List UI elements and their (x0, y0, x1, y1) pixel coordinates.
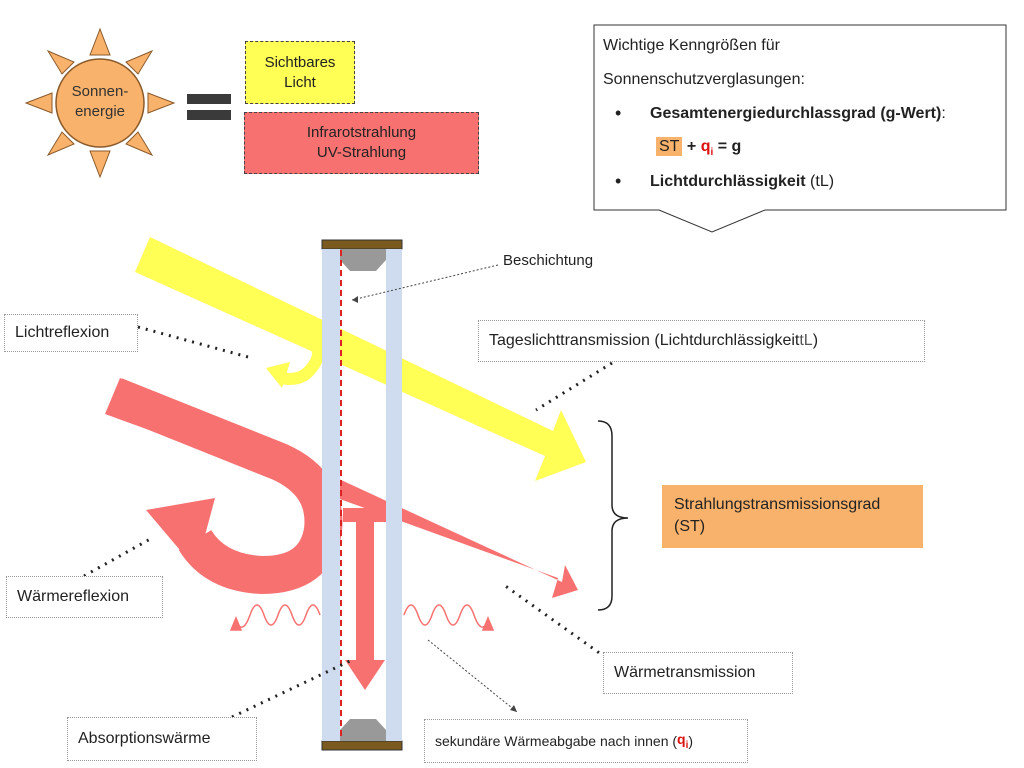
infrared-uv-box: Infrarotstrahlung UV-Strahlung (244, 112, 479, 174)
label-sekundaere-waermeabgabe: sekundäre Wärmeabgabe nach innen (qi) (424, 719, 748, 763)
sun-label: Sonnen- energie (71, 83, 129, 120)
sun-icon (24, 27, 176, 179)
equals-sign-top (187, 94, 231, 104)
secondary-heat-wave-right (403, 604, 495, 631)
bullet-icon: • (615, 103, 622, 123)
absorption-heat-arrow (343, 508, 387, 690)
brace (597, 420, 629, 611)
label-beschichtung: Beschichtung (503, 252, 594, 269)
formula: ST + qi = g (656, 137, 741, 159)
glass-unit (321, 239, 403, 751)
leader-tageslicht (535, 361, 613, 412)
info-bullet1: Gesamtenergiedurchlassgrad (g-Wert): (650, 105, 946, 122)
leader-beschichtung (351, 264, 499, 301)
label-absorptionswaerme: Absorptionswärme (67, 717, 257, 761)
g-value-label: Gesamtenergiedurchlassgrad (g-Wert) (650, 105, 942, 122)
leader-sekundaer (427, 639, 518, 713)
formula-st: ST (656, 137, 683, 156)
info-bullet2: Lichtdurchlässigkeit (tL) (650, 173, 835, 190)
equals-sign-bottom (187, 110, 231, 120)
light-reflection-arrow (262, 316, 324, 388)
info-title-line2: Sonnenschutzverglasungen: (603, 71, 805, 88)
heat-reflection-arrow (107, 378, 343, 595)
formula-qi: qi (700, 138, 714, 159)
info-box: Wichtige Kenngrößen für Sonnenschutzverg… (594, 25, 1006, 210)
leader-waermereflexion (83, 536, 153, 578)
leader-waermetransmission (503, 583, 613, 664)
label-tageslichttransmission: Tageslichttransmission (Lichtdurchlässig… (478, 320, 925, 362)
label-waermereflexion: Wärmereflexion (6, 576, 163, 618)
leader-lichtreflexion (137, 325, 249, 359)
label-waermetransmission: Wärmetransmission (603, 652, 793, 694)
label-lichtreflexion: Lichtreflexion (4, 314, 138, 352)
secondary-heat-wave-left (229, 604, 321, 631)
label-strahlungstransmissionsgrad: Strahlungstransmissionsgrad (ST) (662, 485, 923, 548)
daylight-transmission-arrow (135, 237, 586, 481)
bullet-icon: • (615, 171, 622, 191)
light-transmittance-label: Lichtdurchlässigkeit (650, 173, 806, 190)
info-box-outline (593, 24, 1007, 233)
visible-light-box: Sichtbares Licht (245, 41, 355, 104)
info-title-line1: Wichtige Kenngrößen für (603, 37, 780, 54)
